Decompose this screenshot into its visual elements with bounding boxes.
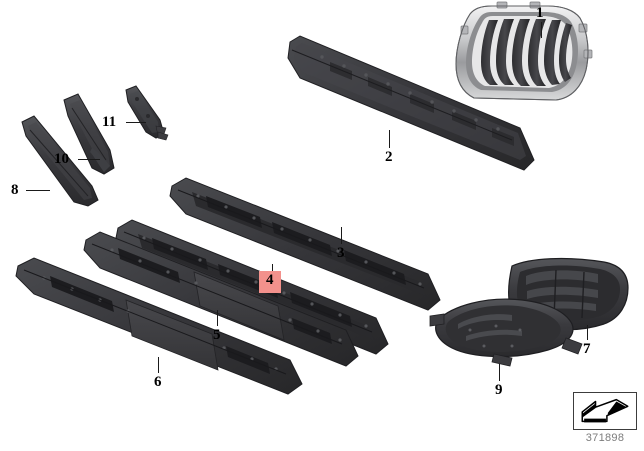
callout-3[interactable]: 3: [337, 245, 345, 261]
callout-4-selected[interactable]: 4: [259, 271, 281, 293]
diagram-number: 371898: [585, 432, 625, 444]
part-9-fog-lamp-surround: [429, 298, 583, 367]
leader-line-2: [389, 130, 390, 148]
direction-arrow-icon: [581, 398, 629, 423]
part-5-grille-plate-panel: [83, 231, 359, 367]
part-11-bracket-strip: [125, 85, 169, 141]
part-3-grille-strip: [169, 177, 441, 311]
leader-line-8: [26, 190, 50, 191]
leader-line-3: [341, 227, 342, 244]
part-10-trim-moulding: [63, 93, 115, 175]
part-6-lower-grille-plate-panel: [15, 257, 303, 395]
callout-8[interactable]: 8: [11, 182, 19, 198]
callout-2[interactable]: 2: [385, 149, 393, 165]
leader-line-7: [587, 325, 588, 340]
leader-line-4: [272, 264, 273, 277]
callout-7[interactable]: 7: [583, 341, 591, 357]
part-2-bumper-rail: [287, 35, 535, 171]
callout-5[interactable]: 5: [213, 327, 221, 343]
leader-line-9: [499, 364, 500, 381]
part-8-trim-moulding: [21, 115, 99, 207]
callout-6[interactable]: 6: [154, 374, 162, 390]
callout-11[interactable]: 11: [102, 114, 117, 130]
leader-line-11: [126, 122, 146, 123]
leader-line-10: [78, 159, 100, 160]
leader-line-1: [541, 22, 542, 38]
direction-stamp-box: [573, 392, 637, 430]
part-1-kidney-grille: [455, 1, 593, 101]
callout-1[interactable]: 1: [536, 5, 544, 21]
leader-line-6: [158, 357, 159, 373]
callout-10[interactable]: 10: [54, 151, 69, 167]
leader-line-5: [217, 310, 218, 326]
callout-9[interactable]: 9: [495, 382, 503, 398]
